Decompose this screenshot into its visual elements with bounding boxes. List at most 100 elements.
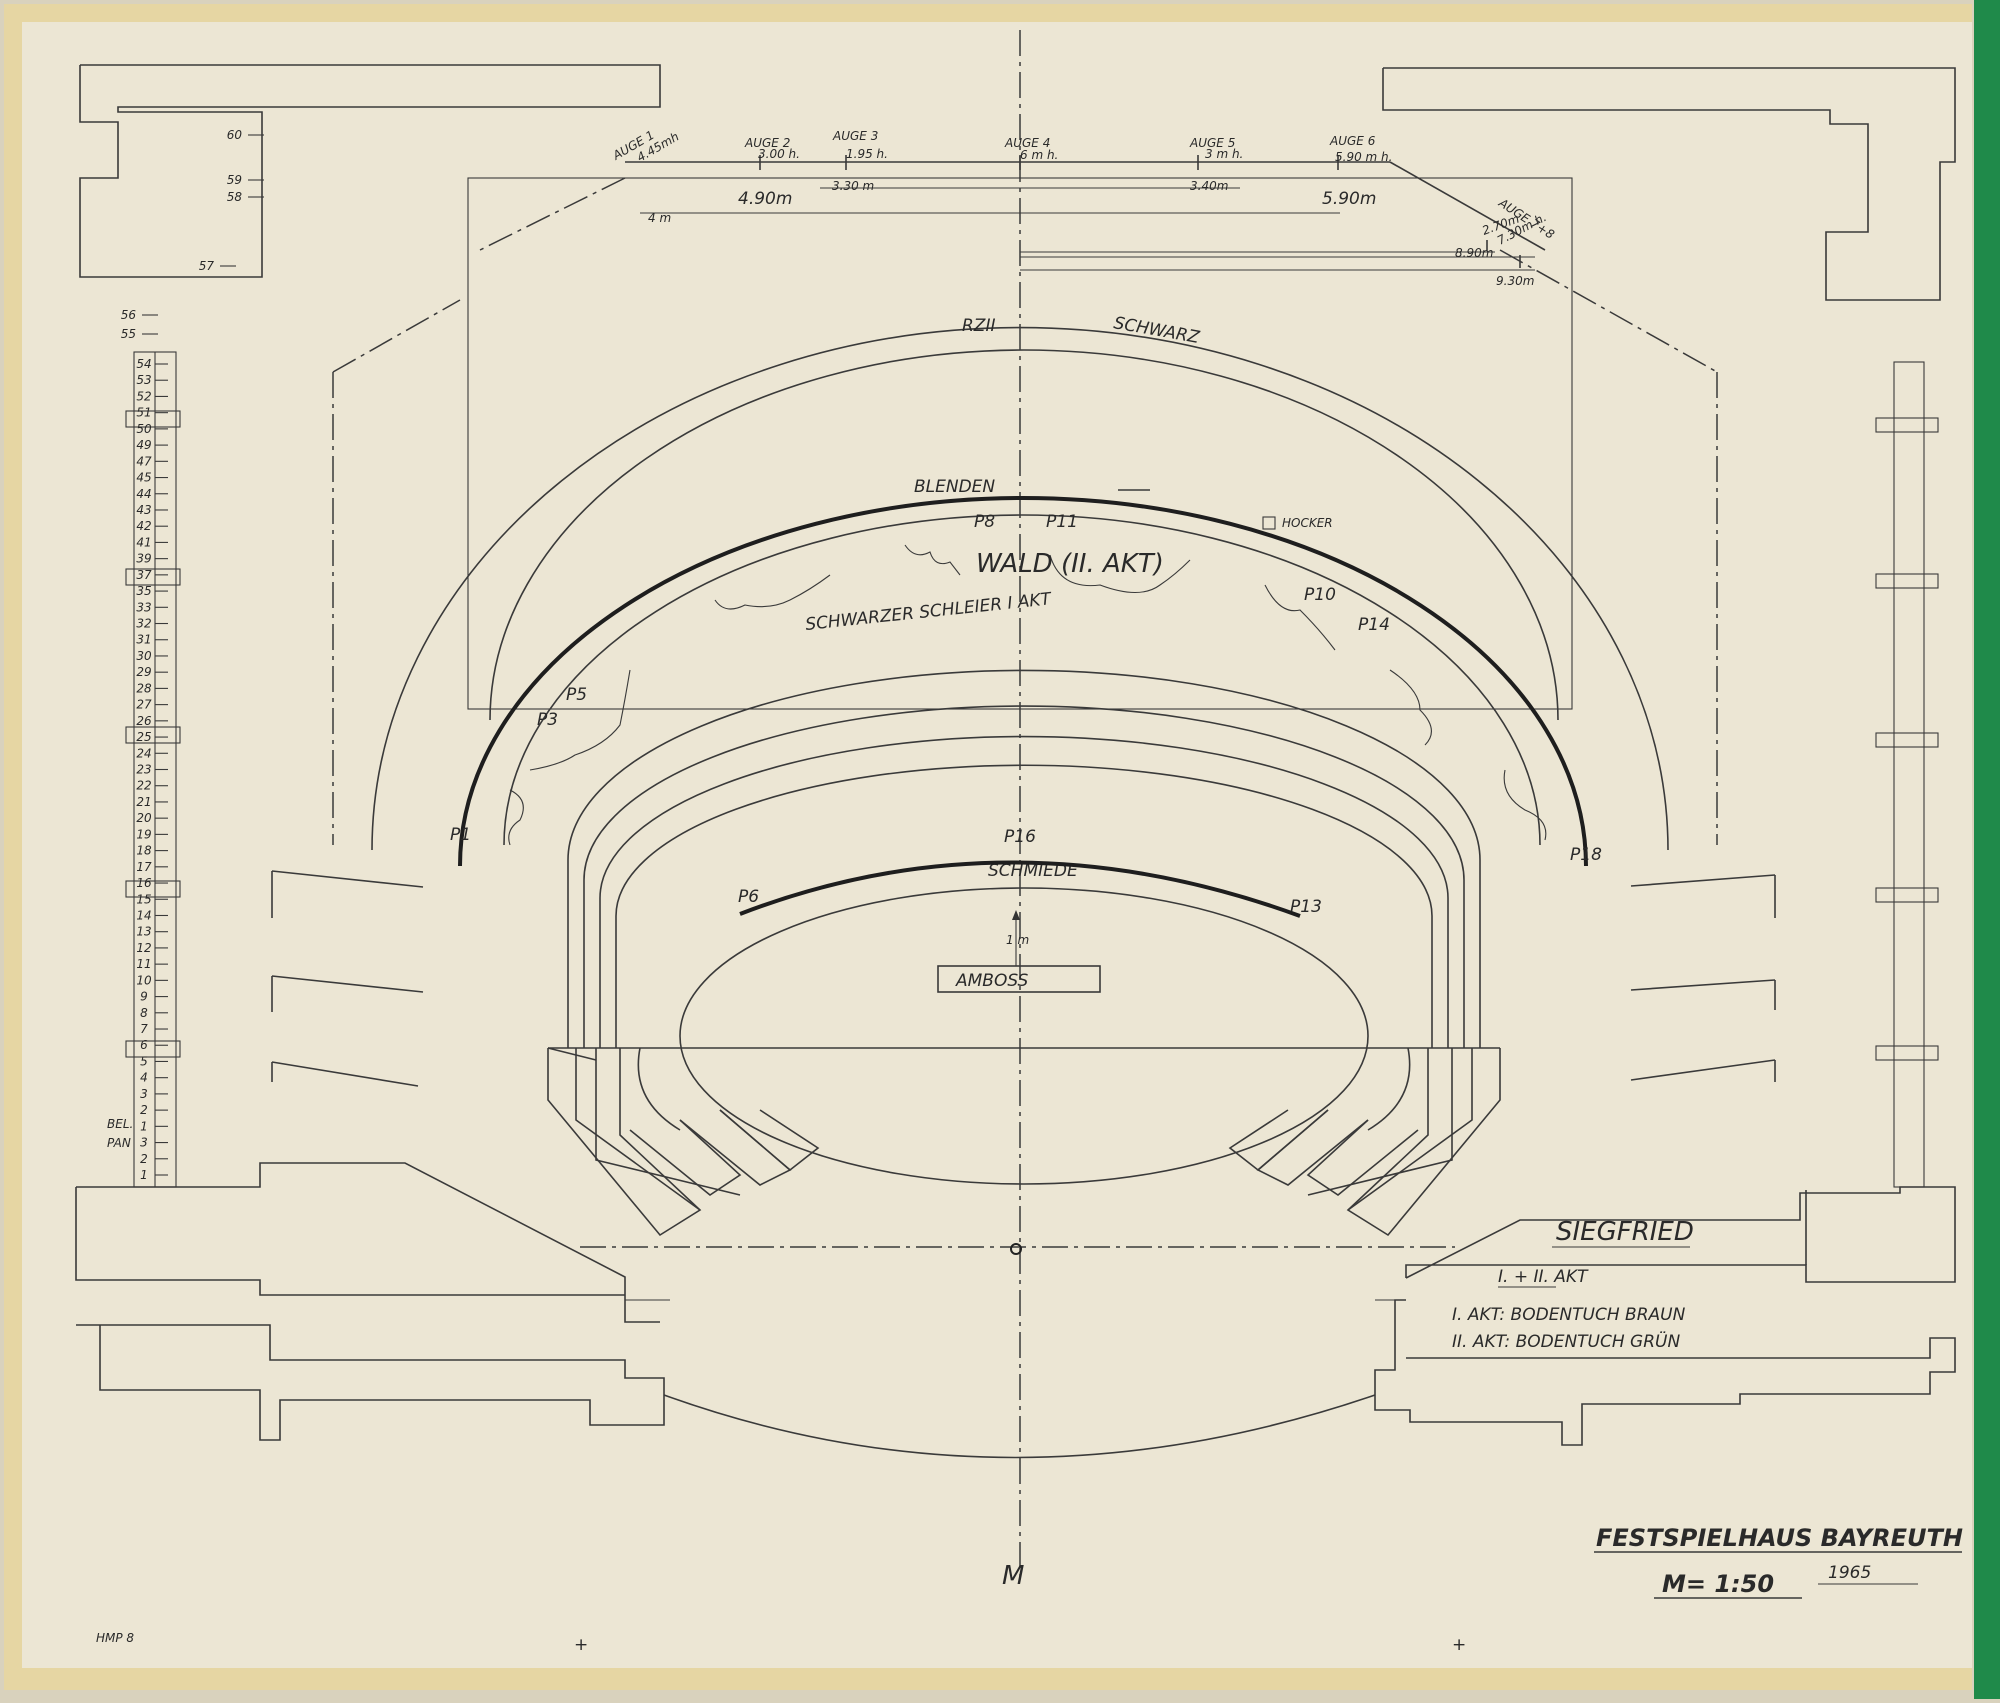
auge2-height: 3.00 h.: [758, 147, 800, 161]
m-label: M: [1002, 1561, 1024, 1591]
blenden-label: BLENDEN: [914, 477, 995, 497]
point-p6: P6: [738, 887, 759, 907]
rail-number: 50: [136, 422, 152, 436]
auge4-label: AUGE 4: [1004, 136, 1050, 150]
rail-number: 28: [136, 681, 152, 695]
paper: [22, 22, 1972, 1668]
point-p16: P16: [1004, 827, 1036, 847]
rail-number: 2: [140, 1103, 148, 1117]
point-p14: P14: [1358, 615, 1390, 635]
building-walls-top: [79, 64, 1956, 301]
point-p13: P13: [1290, 897, 1322, 917]
dim-1m: 1 m: [1006, 933, 1029, 947]
rail-number: 51: [136, 406, 151, 420]
title-block: FESTSPIELHAUS BAYREUTH M= 1:50 1965 HMP …: [96, 1524, 1963, 1655]
dash-upper-left: [479, 177, 626, 251]
notes-line1: I. AKT: BODENTUCH BRAUN: [1452, 1305, 1686, 1325]
rail-number: 54: [136, 357, 151, 371]
auge5-label: AUGE 5: [1189, 136, 1235, 150]
rail-number: 42: [136, 519, 151, 533]
point-p8: P8: [974, 512, 995, 532]
rail-number: 3: [140, 1136, 148, 1150]
rail-number: 9: [140, 990, 148, 1004]
rail-number: 37: [136, 568, 152, 582]
rail-number: 33: [136, 600, 151, 614]
stamp: HMP 8: [96, 1631, 134, 1645]
wald-label: WALD (II. AKT): [976, 549, 1164, 579]
centre-point: [1010, 1243, 1022, 1255]
rail-number: 22: [136, 779, 151, 793]
rail-bel-label: BEL.: [107, 1117, 133, 1131]
rail-number: 39: [136, 552, 151, 566]
rail-number: 2: [140, 1152, 148, 1166]
rail-pan-label: PAN: [107, 1136, 131, 1150]
rail-number: 12: [136, 941, 151, 955]
rail-number: 52: [136, 389, 151, 403]
rail-number: 1: [140, 1168, 148, 1182]
rail-number: 27: [136, 698, 152, 712]
dim-4m: 4 m: [648, 211, 671, 225]
forest-shapes: [508, 516, 1547, 846]
auge6-label: AUGE 6: [1329, 134, 1376, 148]
building-walls-bottom: [75, 1162, 1956, 1459]
auge5-height: 3 m h.: [1205, 147, 1243, 161]
rail-number: 11: [136, 957, 151, 971]
green-strip: [1974, 0, 2000, 1699]
rail-top-number: 56: [121, 308, 137, 322]
rail-number: 16: [136, 876, 152, 890]
auge3-label: AUGE 3: [832, 129, 878, 143]
notes-title: SIEGFRIED: [1556, 1217, 1694, 1247]
rail-top-number: 60: [227, 128, 243, 142]
rail-number: 44: [136, 487, 151, 501]
point-p10: P10: [1304, 585, 1336, 605]
rail-number: 7: [140, 1022, 148, 1036]
dim-490: 4.90m: [738, 189, 792, 209]
rail-number: 53: [136, 373, 151, 387]
rail-top-number: 57: [199, 259, 215, 273]
point-p11: P11: [1046, 512, 1078, 532]
dim-330: 3.30 m: [832, 179, 874, 193]
notes-line2: II. AKT: BODENTUCH GRÜN: [1452, 1330, 1680, 1352]
rail-number: 26: [136, 714, 152, 728]
side-wings: [271, 870, 1776, 1087]
dim-590: 5.90m: [1322, 189, 1376, 209]
notes: SIEGFRIED I. + II. AKT I. AKT: BODENTUCH…: [1452, 1217, 1694, 1352]
rzii-label: RZII: [962, 316, 996, 336]
title-year: 1965: [1828, 1563, 1871, 1583]
auge4-height: 6 m h.: [1020, 148, 1058, 162]
dimension-labels: 3.30 m 3.40m 4.90m 4 m 5.90m 8.90m 9.30m…: [648, 179, 1534, 947]
rail-number: 1: [140, 1119, 148, 1133]
rail-top-number: 58: [227, 190, 243, 204]
title-place: FESTSPIELHAUS BAYREUTH: [1596, 1524, 1963, 1552]
rail-number: 21: [136, 795, 151, 809]
anvil: AMBOSS: [937, 910, 1101, 993]
point-p1: P1: [450, 825, 471, 845]
auge3-height: 1.95 h.: [846, 147, 888, 161]
rail-number: 3: [140, 1087, 148, 1101]
rail-number: 13: [136, 925, 151, 939]
rail-number: 24: [136, 746, 151, 760]
rail-number: 25: [136, 730, 151, 744]
register-mark-right: +: [1452, 1635, 1466, 1655]
dash-left-top: [332, 299, 461, 373]
dim-340: 3.40m: [1190, 179, 1228, 193]
point-labels: P1 P3 P5 P8 P11 P10 P14 P18 P16 P6 P13: [450, 512, 1602, 917]
rail-number: 47: [136, 454, 152, 468]
rail-number: 31: [136, 633, 151, 647]
backdrop-frame: [467, 177, 1573, 710]
rail-number: 49: [136, 438, 151, 452]
forge-platform: [547, 669, 1501, 1237]
rail-number: 8: [140, 1006, 148, 1020]
auge-labels: AUGE 1 4.45mh AUGE 2 3.00 h. AUGE 3 1.95…: [610, 128, 1558, 248]
rail-top-number: 55: [121, 327, 136, 341]
rail-number: 6: [140, 1038, 148, 1052]
rail-number: 18: [136, 844, 152, 858]
auge-line: [625, 155, 1546, 268]
auge6-height: 5.90 m h.: [1335, 150, 1392, 164]
rail-number: 19: [136, 827, 151, 841]
arcs: [371, 326, 1669, 867]
dim-930: 9.30m: [1496, 274, 1534, 288]
